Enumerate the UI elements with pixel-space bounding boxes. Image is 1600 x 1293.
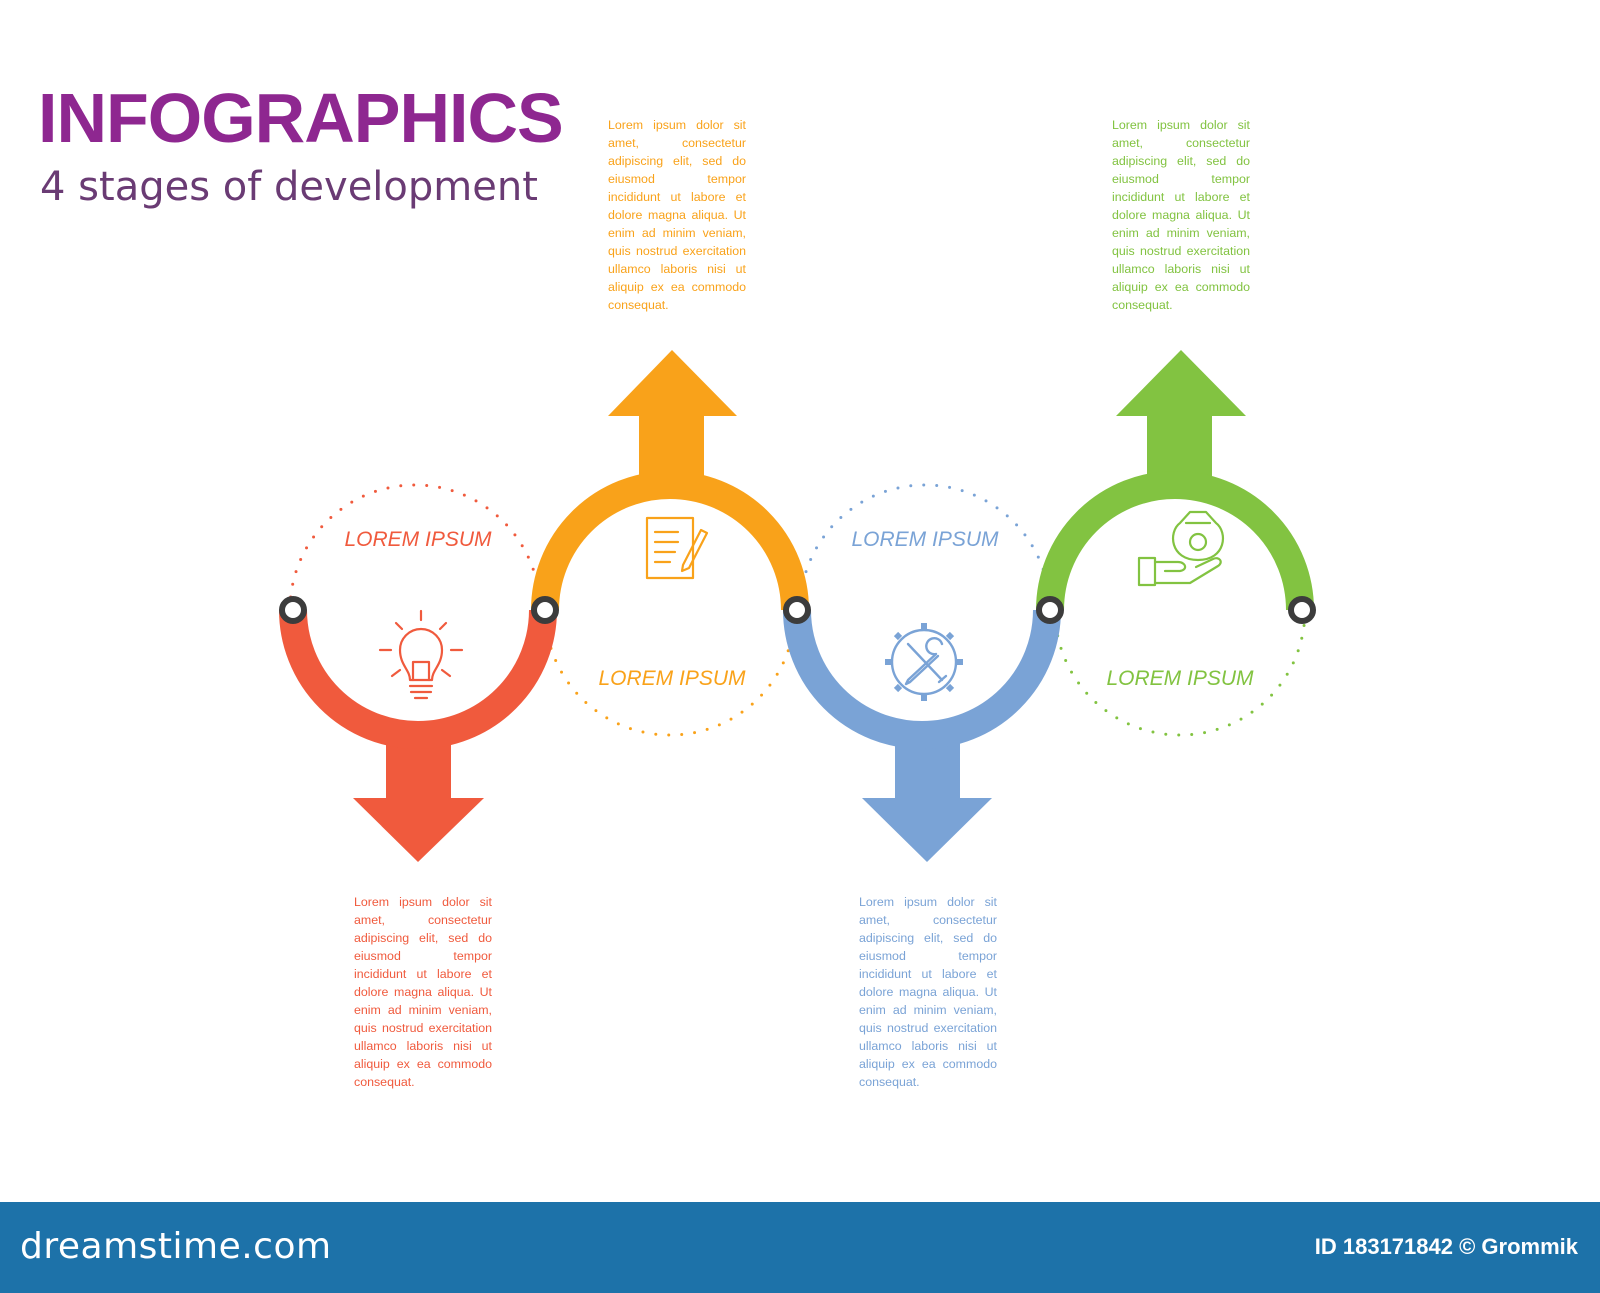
dotted-arc-stage-4 — [1053, 608, 1307, 737]
gear-tools-icon — [885, 623, 963, 701]
footer-brand[interactable]: dreamstime.com — [20, 1226, 332, 1267]
wave-nodes — [279, 596, 1316, 624]
stage-description-3: Lorem ipsum dolor sit amet, consectetur … — [859, 895, 997, 1089]
arrow-down-stage-3 — [862, 730, 992, 862]
stage-label-3: LOREM IPSUM — [851, 528, 999, 551]
infographic-title: INFOGRAPHICS — [38, 79, 564, 157]
stage-label-4: LOREM IPSUM — [1106, 667, 1254, 690]
wave-node — [783, 596, 811, 624]
lightbulb-icon — [378, 609, 464, 700]
wave-node — [531, 596, 559, 624]
dotted-arc-stage-3 — [798, 483, 1052, 612]
arrow-up-stage-2 — [608, 350, 737, 485]
wave-arc-stage-2 — [531, 471, 809, 611]
stage-label-1: LOREM IPSUM — [344, 528, 492, 551]
money-bag-hand-icon — [1137, 510, 1224, 587]
infographic-subtitle: 4 stages of development — [40, 164, 538, 210]
footer-credit: ID 183171842 © Grommik — [1314, 1234, 1578, 1259]
wave-arc-stage-3 — [783, 609, 1061, 749]
wave-arc-stage-4 — [1036, 471, 1314, 611]
wave-arc-stage-1 — [279, 609, 557, 749]
wave-node — [1036, 596, 1064, 624]
stage-description-2: Lorem ipsum dolor sit amet, consectetur … — [608, 118, 746, 312]
dotted-arc-stage-1 — [288, 483, 542, 612]
footer-bar: dreamstime.com ID 183171842 © Grommik — [0, 1202, 1600, 1293]
wave-node — [279, 596, 307, 624]
stage-label-2: LOREM IPSUM — [598, 667, 746, 690]
stage-description-1: Lorem ipsum dolor sit amet, consectetur … — [354, 895, 492, 1089]
wave-node — [1288, 596, 1316, 624]
document-pen-icon — [645, 516, 709, 580]
stage-description-4: Lorem ipsum dolor sit amet, consectetur … — [1112, 118, 1250, 312]
wave-diagram — [279, 350, 1316, 862]
arrow-down-stage-1 — [353, 730, 484, 862]
dotted-arc-stage-2 — [543, 608, 797, 737]
arrow-up-stage-4 — [1116, 350, 1246, 485]
